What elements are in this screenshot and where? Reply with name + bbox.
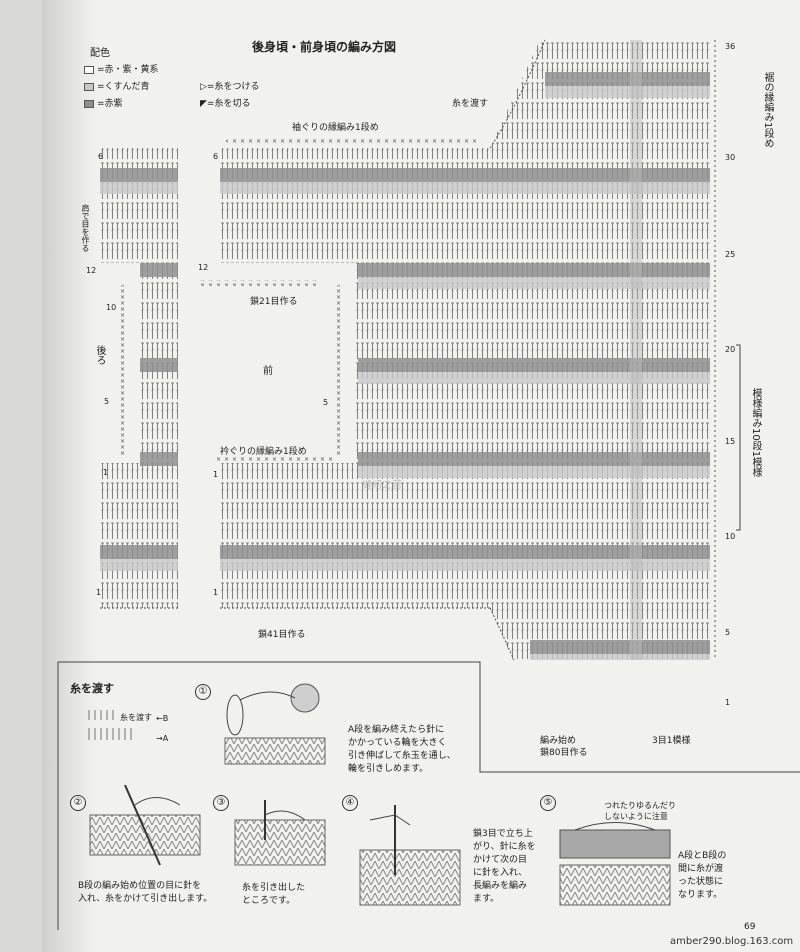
row-number: 30 bbox=[725, 153, 736, 162]
step-3-text: 糸を引き出した ところです。 bbox=[242, 883, 306, 906]
label-shoulder: 肩で目を作る bbox=[81, 204, 90, 252]
attach-yarn-icon: ▷ bbox=[200, 82, 207, 92]
row-number: 1 bbox=[103, 468, 109, 477]
legend-item-label: =赤紫 bbox=[97, 99, 123, 109]
row-number: 20 bbox=[725, 345, 736, 354]
row-number: 1 bbox=[96, 588, 102, 597]
row-number: 5 bbox=[725, 628, 731, 637]
legend-item-white: =赤・紫・黄系 bbox=[84, 62, 159, 75]
row-number: 1 bbox=[213, 588, 219, 597]
row-number: 5 bbox=[323, 398, 329, 407]
howto-title: 糸を渡す bbox=[70, 682, 114, 695]
step-2-number: ② bbox=[70, 795, 86, 811]
label-front: 前 bbox=[263, 366, 273, 377]
label-repeat-3: 3目1模様 bbox=[652, 736, 691, 746]
label-chain-41: 鎖41目作る bbox=[258, 630, 306, 640]
step-1-number: ① bbox=[195, 684, 211, 700]
step-1-text: A段を編み終えたら針に かかっている輪を大きく 引き伸ばして糸玉を通し、 輪を引… bbox=[348, 725, 456, 774]
mini-a-label: →A bbox=[156, 734, 169, 743]
page-number: 69 bbox=[744, 922, 756, 932]
legend-item-label: =赤・紫・黄系 bbox=[97, 65, 159, 75]
step-3-number: ③ bbox=[213, 795, 229, 811]
label-armhole-edge: 袖ぐりの縁編み1段め bbox=[292, 123, 379, 133]
legend-item-purple: =赤紫 bbox=[84, 96, 123, 109]
lightgray-swatch-icon bbox=[84, 82, 94, 91]
row-number: 15 bbox=[725, 437, 736, 446]
legend-cut: ◤=糸を切る bbox=[200, 96, 250, 109]
step-5-note: つれたりゆるんだり しないように注意 bbox=[604, 801, 676, 821]
mini-pass-yarn-label: 糸を渡す bbox=[120, 713, 152, 722]
step-2-illustration bbox=[89, 785, 201, 866]
mini-stitch-diagram bbox=[88, 710, 132, 740]
legend-item-label: =くすんだ青 bbox=[97, 82, 150, 92]
label-neck-edge: 衿ぐりの縁編み1段め bbox=[220, 447, 307, 457]
row-number: 1 bbox=[725, 698, 731, 707]
legend-attach-label: =糸をつける bbox=[206, 82, 260, 92]
white-swatch-icon bbox=[84, 65, 94, 74]
crochet-chart-diagram: × bbox=[100, 39, 741, 660]
step-4-text: 鎖3目で立ち上 がり、針に糸を かけて次の目 に針を入れ、 長編みを編み ます。 bbox=[473, 829, 536, 904]
page-title: 後身頃・前身頃の編み方図 bbox=[252, 40, 397, 54]
row-number: 5 bbox=[104, 397, 110, 406]
row-number: 1 bbox=[213, 470, 219, 479]
row-number: 12 bbox=[86, 266, 97, 275]
label-chain-80: 鎖80目作る bbox=[540, 748, 588, 758]
row-number: 12 bbox=[198, 263, 209, 272]
cut-yarn-icon: ◤ bbox=[200, 99, 207, 109]
legend-cut-label: =糸を切る bbox=[206, 99, 251, 109]
pattern-bracket bbox=[736, 344, 741, 531]
color-bands bbox=[100, 40, 710, 660]
legend-item-blue: =くすんだ青 bbox=[84, 79, 150, 92]
row-number: 6 bbox=[213, 152, 219, 161]
step-1-illustration bbox=[224, 683, 326, 765]
step-5-text: A段とB段の 間に糸が渡 った状態に なります。 bbox=[678, 851, 727, 900]
step-4-number: ④ bbox=[342, 795, 358, 811]
step-4-illustration bbox=[359, 805, 461, 906]
mini-b-label: ←B bbox=[156, 714, 169, 723]
darkgray-swatch-icon bbox=[84, 99, 94, 108]
legend-attach: ▷=糸をつける bbox=[200, 79, 259, 92]
label-pass-yarn: 糸を渡す bbox=[452, 99, 489, 109]
label-back: 後ろ bbox=[94, 345, 105, 365]
step-2-text: B段の編み始め位置の目に針を 入れ、糸をかけて引き出します。 bbox=[78, 881, 213, 904]
row-number: 10 bbox=[725, 532, 736, 541]
step-3-illustration bbox=[234, 800, 326, 866]
page-gutter-shadow bbox=[42, 0, 98, 952]
label-start: 編み始め bbox=[540, 736, 577, 746]
watermark: 縫紉之苗 bbox=[362, 480, 402, 491]
row-number: 6 bbox=[98, 152, 104, 161]
footer-url: amber290.blog.163.com bbox=[670, 936, 794, 947]
row-number: 25 bbox=[725, 250, 736, 259]
neck-opening bbox=[220, 263, 355, 463]
step-5-number: ⑤ bbox=[540, 795, 556, 811]
legend-heading: 配色 bbox=[90, 48, 110, 59]
label-hem-edge: 裾の縁編み1段め bbox=[762, 72, 773, 149]
label-pattern-repeat: 模様編み10段1模様 bbox=[750, 388, 761, 478]
row-number: 36 bbox=[725, 42, 736, 51]
edge-chains bbox=[100, 39, 716, 660]
row-number: 10 bbox=[106, 303, 117, 312]
step-5-illustration bbox=[559, 822, 671, 906]
label-chain-21: 鎖21目作る bbox=[250, 297, 298, 307]
